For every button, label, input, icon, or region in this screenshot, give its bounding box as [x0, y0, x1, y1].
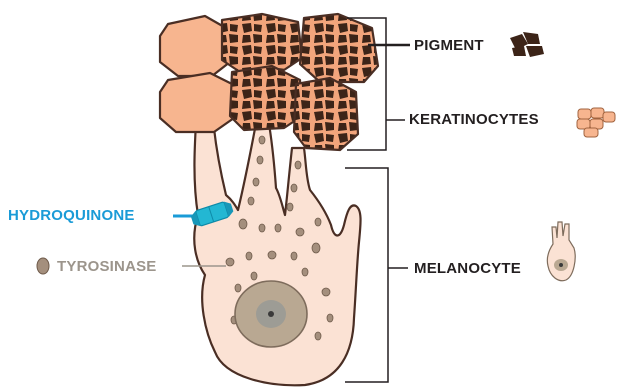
melanocyte-label: MELANOCYTE — [414, 260, 521, 277]
pigment-label: PIGMENT — [414, 37, 484, 54]
hydroquinone-label: HYDROQUINONE — [8, 207, 135, 224]
keratinocytes-icon — [577, 108, 615, 137]
melanocyte-nucleus — [235, 281, 307, 347]
tyrosinase-dot-icon — [37, 258, 49, 274]
keratinocytes-pigmented — [222, 14, 378, 150]
melanocyte-icon — [547, 222, 575, 281]
tyrosinase-label: TYROSINASE — [57, 258, 157, 275]
pigment-cluster-icon — [510, 32, 544, 57]
keratinocytes-label: KERATINOCYTES — [409, 111, 539, 128]
